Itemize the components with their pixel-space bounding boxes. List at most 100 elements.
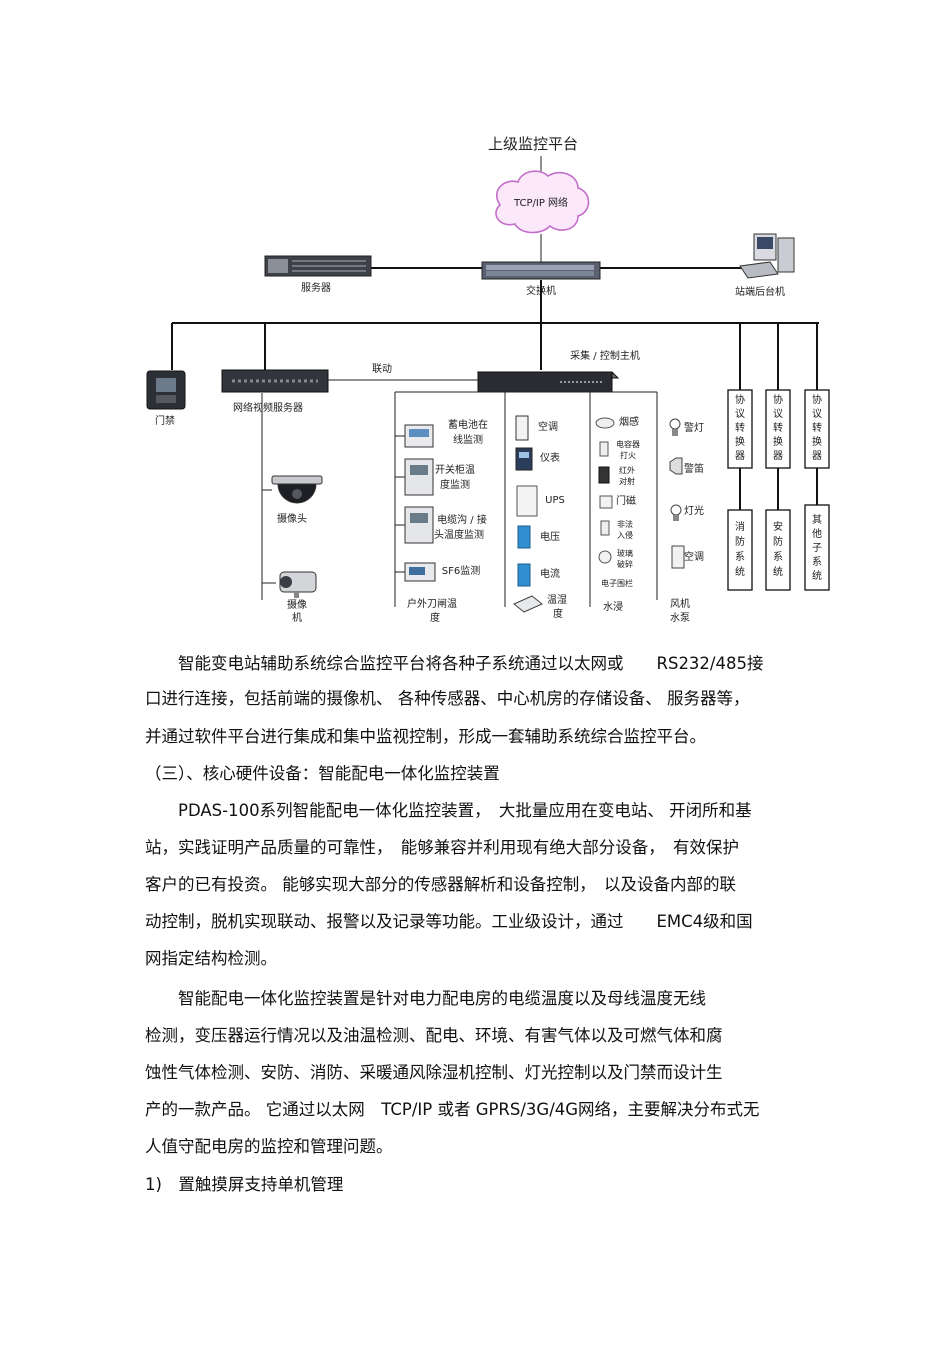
meter-icon — [516, 448, 532, 470]
camera1-label: 摄像头 — [277, 512, 307, 525]
para2-line1: PDAS-100系列智能配电一体化监控装置， 大批量应用在变电站、 开闭所和基 — [178, 792, 752, 829]
col3-item8: 水浸 — [603, 601, 623, 613]
infrared-beam-icon — [599, 467, 609, 483]
bullet-camera-icon — [280, 572, 316, 598]
conv3-char2: 议 — [812, 408, 822, 420]
siren-icon — [670, 458, 682, 474]
conv1-char5: 器 — [735, 450, 745, 462]
access-control-label: 门禁 — [155, 414, 175, 427]
sub1-char2: 防 — [735, 535, 745, 548]
sub3-char4: 系 — [812, 556, 822, 568]
list-item-1: 1) 置触摸屏支持单机管理 — [145, 1166, 343, 1203]
protocol-converter-2: 协 议 转 换 器 — [766, 390, 790, 468]
protocol-converter-1: 协 议 转 换 器 — [728, 390, 752, 468]
col3-item3-line2: 对射 — [619, 476, 635, 486]
conv2-char5: 器 — [773, 450, 783, 462]
col3-item3-line1: 红外 — [619, 465, 635, 475]
section-heading: （三）、核心硬件设备：智能配电一体化监控装置 — [145, 755, 500, 792]
col3-item5-line2: 入侵 — [617, 530, 633, 540]
collector-label: 采集 / 控制主机 — [570, 349, 640, 362]
para1-line2: 口进行连接，包括前端的摄像机、 各种传感器、中心机房的存储设备、 服务器等， — [145, 680, 750, 717]
server-label: 服务器 — [301, 281, 331, 294]
col2-item6-line1: 温湿 — [547, 594, 567, 606]
voltage-sensor-icon — [518, 526, 530, 548]
para2-line5: 网指定结构检测。 — [145, 940, 277, 977]
switch-icon — [482, 262, 600, 279]
cloud-label: TCP/IP 网络 — [513, 196, 568, 209]
conv3-char1: 协 — [812, 393, 822, 406]
camera2-label-1: 摄像 — [287, 598, 307, 611]
para2-line4: 动控制，脱机实现联动、报警以及记录等功能。工业级设计，通过 EMC4级和国 — [145, 903, 753, 940]
switchgear-temp-device-icon — [405, 459, 433, 495]
nvr-label: 网络视频服务器 — [233, 401, 303, 414]
conv2-char3: 转 — [773, 421, 783, 434]
col4-item4: 空调 — [684, 550, 704, 563]
sub3-char5: 统 — [812, 569, 822, 582]
col2-item5: 电流 — [540, 567, 560, 580]
conv3-char5: 器 — [812, 450, 822, 462]
conv2-char4: 换 — [773, 435, 783, 448]
col3-item2-line2: 打火 — [620, 450, 636, 460]
glass-break-sensor-icon — [599, 551, 611, 563]
top-platform-label: 上级监控平台 — [488, 135, 578, 153]
capacitor-spark-sensor-icon — [600, 442, 608, 456]
ac-control-icon — [672, 546, 684, 568]
sub3-char2: 他 — [812, 527, 822, 540]
light-icon — [671, 505, 681, 521]
col3-item6-line2: 破碎 — [617, 559, 633, 569]
col1-item5-line2: 度 — [430, 611, 440, 624]
para1-line3: 并通过软件平台进行集成和集中监视控制，形成一套辅助系统综合监控平台。 — [145, 718, 706, 755]
col1-item5-line1: 户外刀闸温 — [407, 597, 457, 610]
col1-item3-line1: 电缆沟 / 接 — [437, 513, 487, 526]
para1-line1: 智能变电站辅助系统综合监控平台将各种子系统通过以太网或 RS232/485接 — [178, 645, 763, 682]
dome-camera-icon — [272, 476, 322, 503]
sf6-device-icon — [405, 563, 435, 581]
warning-light-icon — [670, 419, 680, 436]
sub3-char3: 子 — [812, 542, 822, 554]
conv2-char2: 议 — [773, 408, 783, 420]
col3-item6-line1: 玻璃 — [617, 548, 633, 558]
col2-item2: 仪表 — [540, 451, 560, 464]
col3-item2-line1: 电容器 — [616, 439, 640, 449]
access-control-icon — [147, 371, 185, 409]
col1-item2-line2: 度监测 — [440, 478, 470, 491]
backend-label: 站端后台机 — [735, 285, 785, 298]
col1-item1-line2: 线监测 — [453, 433, 483, 446]
sub1-char4: 统 — [735, 565, 745, 578]
sub2-char4: 统 — [773, 565, 783, 578]
para3-line2: 检测，变压器运行情况以及油温检测、配电、环境、有害气体以及可燃气体和腐 — [145, 1017, 723, 1054]
col2-item6-line2: 度 — [553, 607, 563, 620]
temp-humidity-sensor-icon — [514, 596, 542, 612]
para3-line4: 产的一款产品。 它通过以太网 TCP/IP 或者 GPRS/3G/4G网络，主要… — [145, 1091, 760, 1128]
nvr-icon — [222, 370, 328, 392]
conv3-char3: 转 — [812, 421, 822, 434]
door-magnet-icon — [600, 496, 612, 508]
sub2-char3: 系 — [773, 551, 783, 563]
para2-line3: 客户的已有投资。 能够实现大部分的传感器解析和设备控制， 以及设备内部的联 — [145, 866, 736, 903]
col1-item3-line2: 头温度监测 — [434, 528, 484, 541]
conv1-char1: 协 — [735, 393, 745, 406]
linkage-label: 联动 — [372, 363, 392, 375]
col4-item3: 灯光 — [684, 504, 704, 517]
server-icon — [265, 256, 371, 276]
conv2-char1: 协 — [773, 393, 783, 406]
workstation-icon — [740, 234, 794, 278]
conv1-char4: 换 — [735, 435, 745, 448]
sub3-char1: 其 — [812, 514, 822, 526]
col3-item1: 烟感 — [619, 415, 639, 428]
smoke-detector-icon — [596, 418, 614, 428]
cable-temp-device-icon — [405, 507, 433, 543]
ac-unit-icon — [516, 416, 528, 440]
conv3-char4: 换 — [812, 435, 822, 448]
para2-line2: 站，实践证明产品质量的可靠性， 能够兼容并利用现有绝大部分设备， 有效保护 — [145, 829, 739, 866]
col4-item5-line1: 风机 — [670, 597, 690, 610]
current-sensor-icon — [518, 564, 530, 586]
col2-item3: UPS — [545, 495, 565, 506]
col1-item2-line1: 开关柜温 — [435, 463, 475, 476]
col4-item5-line2: 水泵 — [670, 612, 690, 624]
sub2-char1: 安 — [773, 520, 783, 533]
fire-protection-subsystem: 消 防 系 统 — [728, 510, 752, 590]
col4-item1: 警灯 — [684, 421, 704, 434]
intrusion-sensor-icon — [601, 521, 609, 535]
col4-item2: 警笛 — [684, 462, 704, 475]
